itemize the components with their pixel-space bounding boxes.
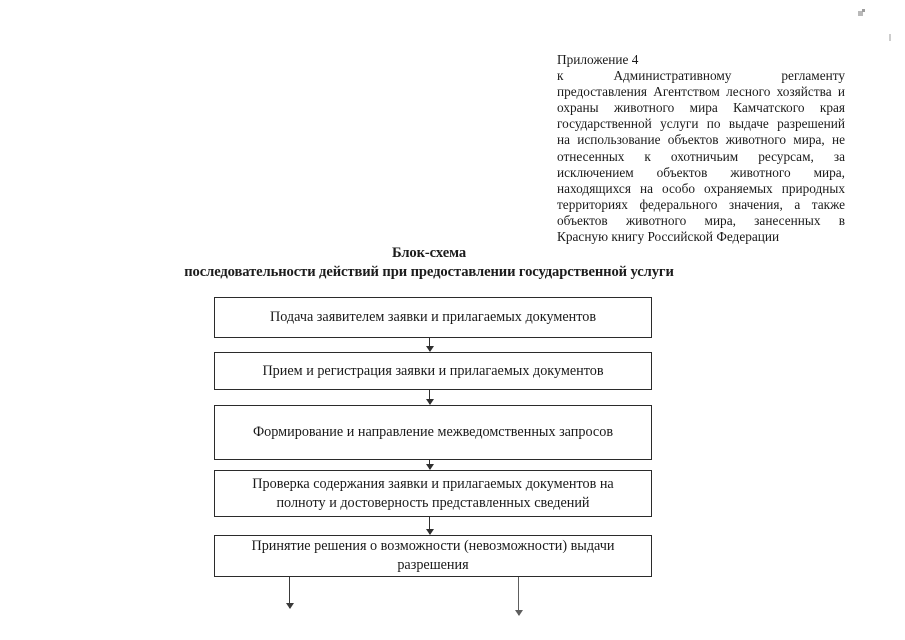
flowchart-step-label: Подача заявителем заявки и прилагаемых д…	[269, 309, 597, 325]
appendix-reference-line: территориях федерального значения, а так…	[557, 196, 845, 212]
scan-artifact-speck	[858, 11, 863, 16]
appendix-reference-block: Приложение 4 к Административному регламе…	[557, 52, 845, 245]
page-subtitle: последовательности действий при предоста…	[184, 264, 674, 280]
flow-arrow-down-icon	[425, 460, 434, 470]
flowchart-step-box: Прием и регистрация заявки и прилагаемых…	[214, 352, 652, 390]
scan-artifact-speck	[889, 34, 891, 41]
page-title: Блок-схема	[391, 245, 467, 261]
appendix-number: Приложение 4	[557, 52, 639, 67]
flowchart-step-label: Прием и регистрация заявки и прилагаемых…	[262, 362, 604, 379]
appendix-reference-line: Красную книгу Российской Федерации	[557, 229, 780, 245]
flow-arrow-down-icon	[425, 517, 434, 535]
flowchart-step-box: Проверка содержания заявки и прилагаемых…	[214, 470, 652, 517]
appendix-reference-line: охраны животного мира Камчатского края	[557, 100, 845, 116]
appendix-reference-line: находящихся на особо охраняемых природны…	[557, 180, 845, 196]
appendix-reference-line: к Административному регламенту	[557, 68, 845, 84]
appendix-reference-line: государственной услуги по выдаче разреше…	[557, 116, 845, 132]
flowchart-step-box: Принятие решения о возможности (невозмож…	[214, 535, 652, 577]
flowchart-step-box: Подача заявителем заявки и прилагаемых д…	[214, 297, 652, 338]
appendix-reference-line: отнесенных к охотничьим ресурсам, за	[557, 148, 845, 164]
document-heading: Блок-схема последовательности действий п…	[0, 244, 858, 282]
flowchart-step-box: Формирование и направление межведомствен…	[214, 405, 652, 460]
appendix-reference-line: на использование объектов животного мира…	[557, 132, 845, 148]
flow-arrow-down-icon	[425, 338, 434, 352]
flow-branch-arrow-down-icon	[285, 577, 294, 609]
appendix-reference-line: объектов животного мира, занесенных в	[557, 212, 845, 228]
flowchart-step-label: Формирование и направление межведомствен…	[252, 424, 614, 440]
flowchart-step-label: Проверка содержания заявки и прилагаемых…	[252, 475, 614, 511]
appendix-reference-line: исключением объектов животного мира,	[557, 164, 845, 180]
appendix-reference-line: предоставления Агентством лесного хозяйс…	[557, 84, 845, 100]
flow-arrow-down-icon	[425, 390, 434, 405]
flowchart-step-label: Принятие решения о возможности (невозмож…	[251, 538, 615, 573]
flow-branch-arrow-down-icon	[514, 577, 523, 616]
scan-artifact-speck	[862, 9, 865, 12]
